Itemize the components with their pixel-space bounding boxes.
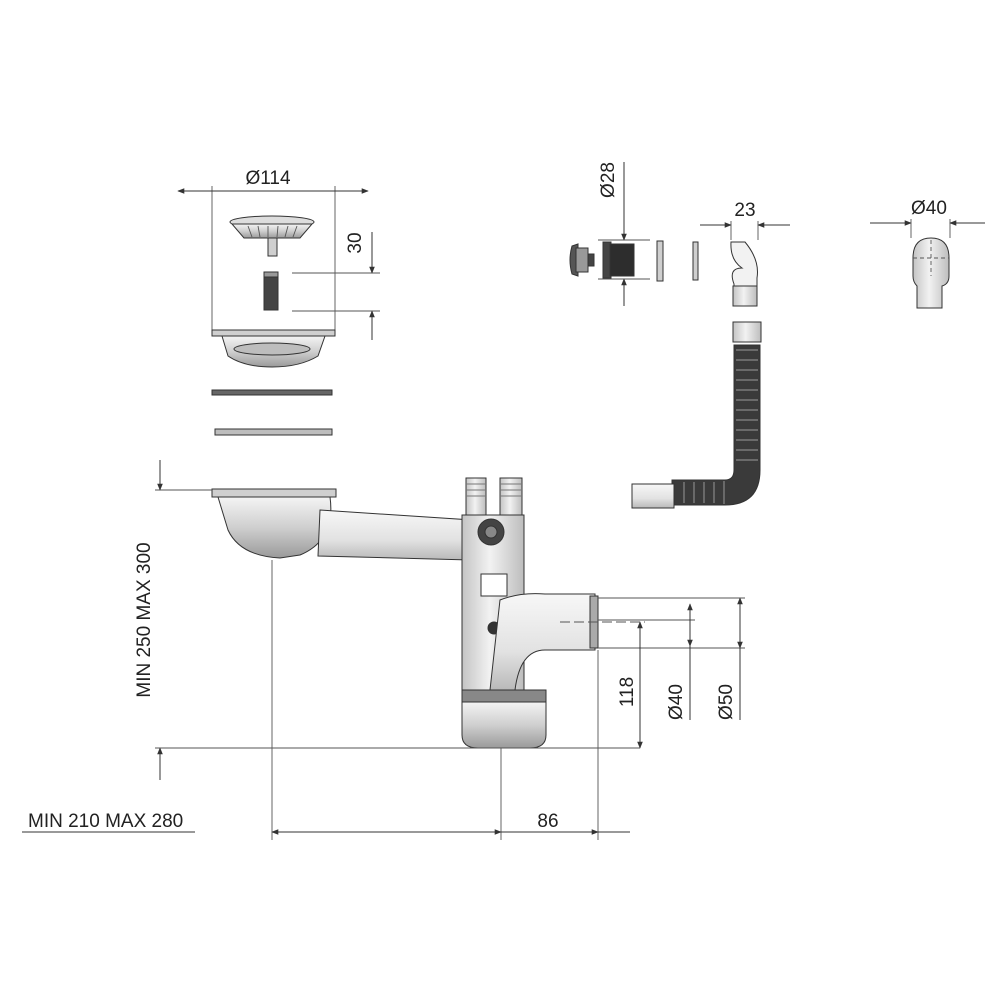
width-range-label: MIN 210 MAX 280 xyxy=(28,811,183,832)
overflow-cap-part xyxy=(569,243,595,277)
gasket-upper-part xyxy=(211,389,333,396)
elbow-connector-part xyxy=(912,237,950,309)
corrugated-hose-part xyxy=(631,321,762,509)
height-range-label: MIN 250 MAX 300 xyxy=(134,542,155,697)
offset-label: 86 xyxy=(537,811,558,832)
strainer-height-label: 30 xyxy=(345,232,366,253)
overflow-width-label: 23 xyxy=(734,200,755,221)
assembly-dimensions: MIN 250 MAX 300 MIN 210 MAX 280 86 118 Ø… xyxy=(22,460,745,840)
overflow-washer-part xyxy=(656,240,664,282)
overflow-connector-part xyxy=(730,241,758,307)
outlet-height-label: 118 xyxy=(617,677,638,707)
strainer-group: Ø114 30 xyxy=(177,168,380,436)
basket-strainer-part xyxy=(229,215,315,311)
overflow-gasket-part xyxy=(692,241,699,281)
siphon-assembly xyxy=(211,477,599,749)
connector-diameter-label: Ø40 xyxy=(911,198,947,219)
strainer-diameter-label: Ø114 xyxy=(245,168,291,189)
drain-body-part xyxy=(211,329,336,368)
overflow-group: Ø28 23 xyxy=(569,162,790,509)
connector-group: Ø40 xyxy=(870,198,985,309)
outlet-d50-label: Ø50 xyxy=(716,684,737,720)
overflow-body-part xyxy=(602,241,635,279)
cap-diameter-label: Ø28 xyxy=(598,162,619,198)
outlet-d40-label: Ø40 xyxy=(666,684,687,720)
gasket-lower-part xyxy=(214,428,333,436)
